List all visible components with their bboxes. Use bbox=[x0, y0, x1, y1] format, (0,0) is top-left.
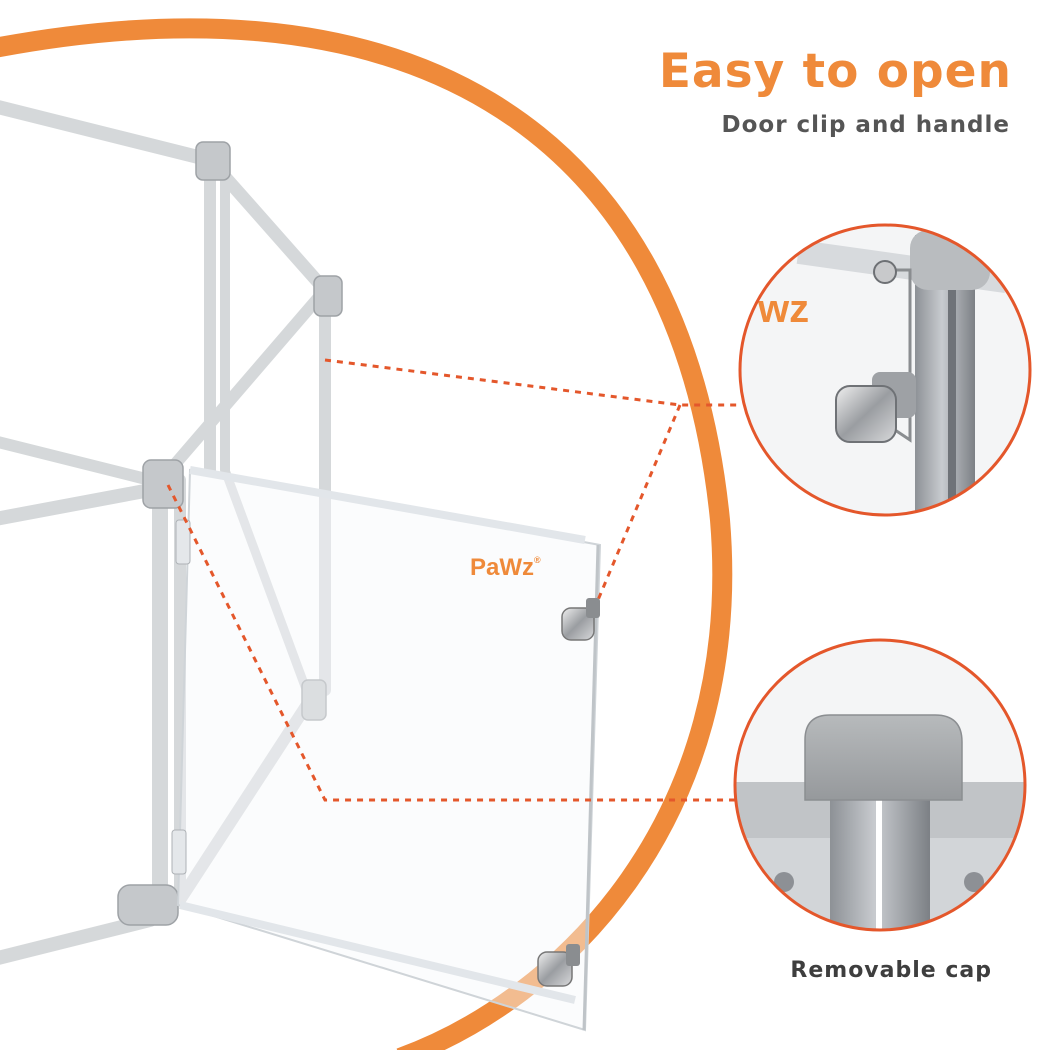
door-clip-knob bbox=[537, 598, 600, 987]
cropped-logo: wz bbox=[757, 287, 809, 331]
leader-lines bbox=[166, 358, 740, 802]
door-logo: PaWz® bbox=[470, 554, 541, 581]
acrylic-door bbox=[176, 466, 602, 1032]
hinge-plates bbox=[171, 519, 191, 875]
removable-cap-detail-callout bbox=[733, 638, 1027, 932]
headline-title: Easy to open bbox=[658, 44, 1012, 99]
removable-cap-caption: Removable cap bbox=[790, 958, 992, 983]
door-clip-detail-callout: wz bbox=[738, 223, 1032, 517]
headline-subtitle: Door clip and handle bbox=[721, 112, 1010, 138]
